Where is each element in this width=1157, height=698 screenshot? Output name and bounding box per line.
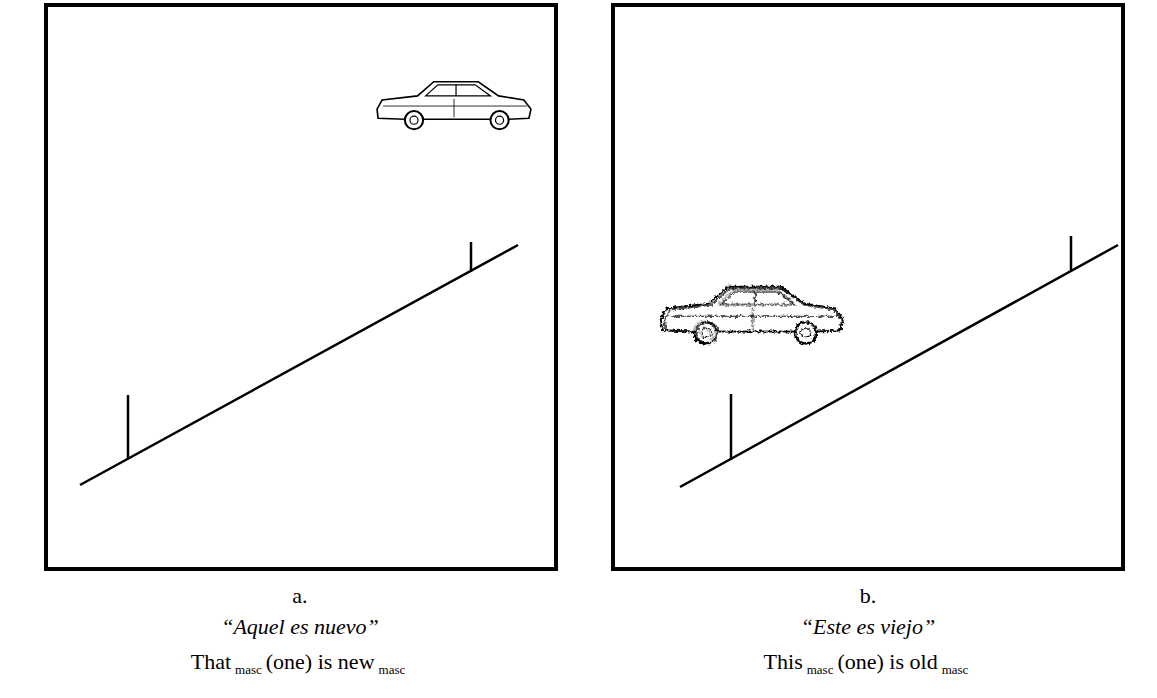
subscript-label: masc xyxy=(379,662,406,678)
subscript-label: masc xyxy=(807,662,834,678)
caption-line: a. xyxy=(292,583,307,609)
caption-line: Thatmasc(one) is newmasc xyxy=(191,649,410,675)
caption-text: That xyxy=(191,649,231,675)
subscript-label: masc xyxy=(235,662,262,678)
caption-text: (one) is old xyxy=(837,649,937,675)
panel-a xyxy=(46,5,556,569)
caption-line: “Este es viejo” xyxy=(801,614,935,640)
caption-text: This xyxy=(764,649,803,675)
caption-line: b. xyxy=(860,583,877,609)
panel-b xyxy=(613,5,1123,569)
caption-text: (one) is new xyxy=(266,649,375,675)
caption-text: b. xyxy=(860,583,877,609)
caption-text: a. xyxy=(292,583,307,609)
caption-text: “Este es viejo” xyxy=(801,614,935,640)
caption-line: “Aquel es nuevo” xyxy=(221,614,379,640)
caption-line: Thismasc(one) is oldmasc xyxy=(764,649,973,675)
caption-text: “Aquel es nuevo” xyxy=(221,614,379,640)
subscript-label: masc xyxy=(942,662,969,678)
